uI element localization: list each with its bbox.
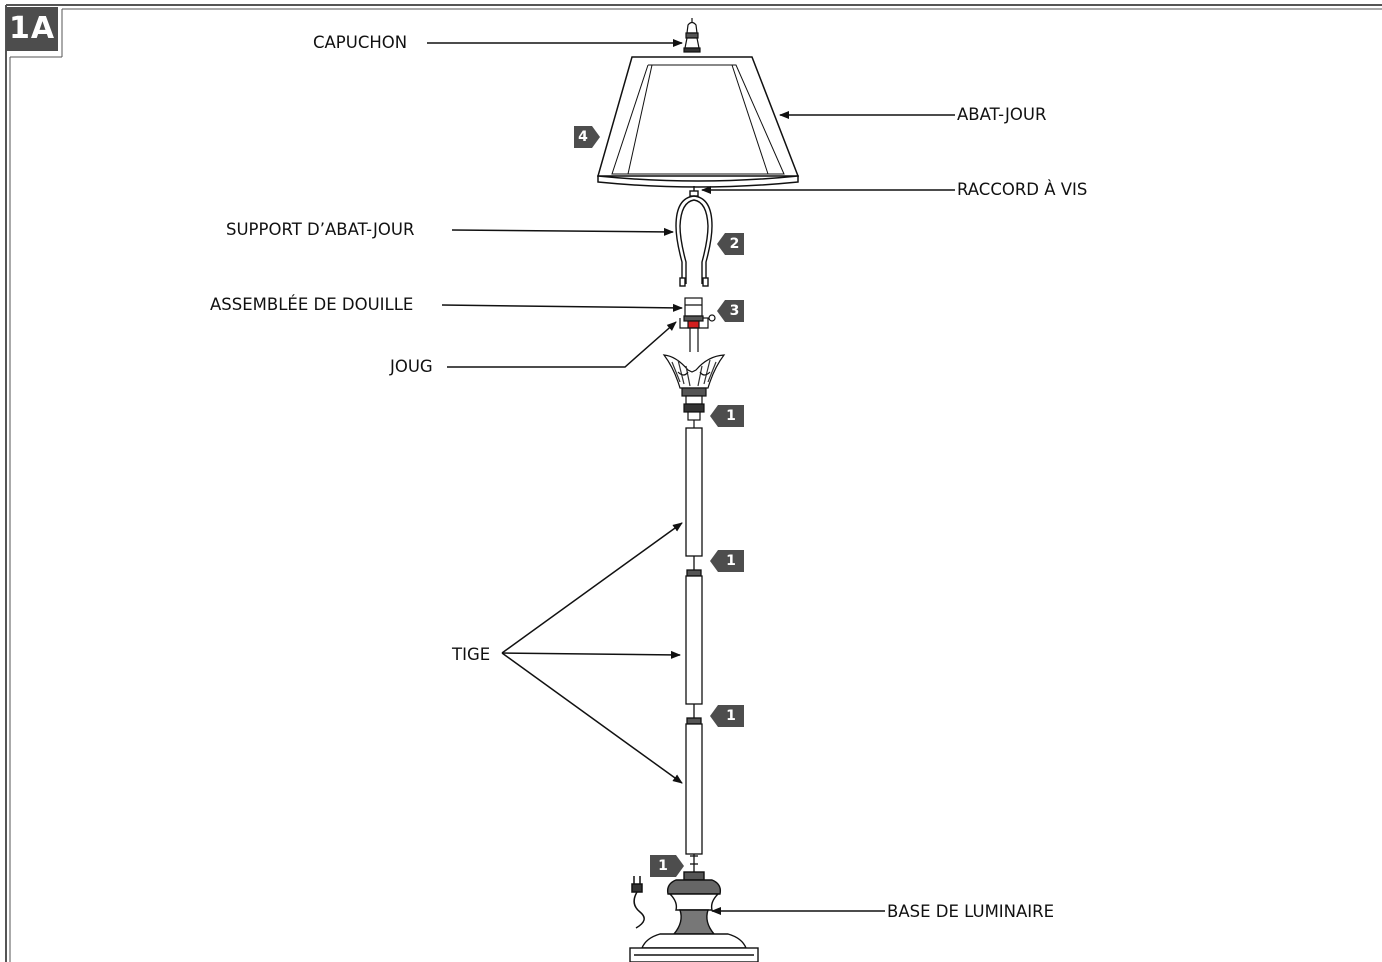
step-badge-socket: 3 bbox=[717, 300, 744, 322]
leader-support bbox=[451, 227, 674, 236]
step-badge-finial-base: 1 bbox=[710, 405, 744, 427]
step-badge-harp: 2 bbox=[717, 233, 744, 255]
step-badge-shade: 4 bbox=[574, 126, 600, 148]
leader-lines bbox=[427, 39, 955, 915]
shade-illustration bbox=[597, 56, 800, 188]
base-illustration bbox=[629, 871, 759, 962]
leader-tige-1 bbox=[501, 522, 683, 654]
label-douille: ASSEMBLÉE DE DOUILLE bbox=[210, 295, 414, 314]
label-tige: TIGE bbox=[452, 645, 491, 664]
socket-illustration bbox=[683, 297, 716, 329]
leader-douille bbox=[441, 303, 683, 312]
finial-illustration bbox=[683, 18, 701, 53]
leader-joug bbox=[447, 321, 677, 368]
rod-2 bbox=[685, 575, 703, 705]
label-base: BASE DE LUMINAIRE bbox=[887, 902, 1055, 921]
label-joug: JOUG bbox=[390, 357, 433, 376]
yoke-illustration bbox=[679, 318, 709, 352]
label-support: SUPPORT D’ABAT-JOUR bbox=[226, 220, 415, 239]
leader-tige-3 bbox=[501, 652, 683, 784]
label-raccord: RACCORD À VIS bbox=[957, 180, 1088, 199]
rod-1 bbox=[685, 427, 703, 557]
rod-illustrations bbox=[685, 427, 703, 872]
power-cord-illustration bbox=[631, 876, 645, 929]
leaf-capital-illustration bbox=[662, 354, 726, 428]
rod-3 bbox=[685, 723, 703, 855]
leader-tige-2 bbox=[501, 650, 681, 659]
step-badge-rod-base: 1 bbox=[650, 855, 684, 877]
step-badge-rod-2-3: 1 bbox=[710, 705, 744, 727]
figure-tag: 1A bbox=[6, 7, 58, 51]
label-abat-jour: ABAT-JOUR bbox=[957, 105, 1047, 124]
step-badge-rod-1-2: 1 bbox=[710, 550, 744, 572]
figure-frame bbox=[5, 4, 1382, 962]
label-capuchon: CAPUCHON bbox=[313, 33, 408, 52]
harp-illustration bbox=[675, 186, 713, 287]
